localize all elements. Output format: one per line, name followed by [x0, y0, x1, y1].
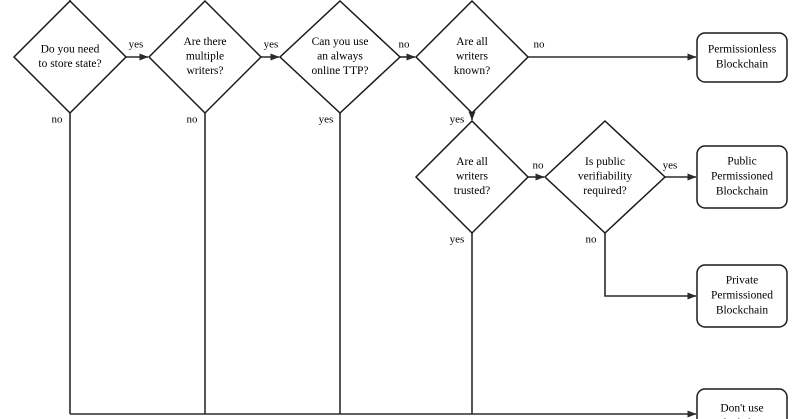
decision-label-store-state: to store state?: [38, 58, 101, 70]
decision-shape-store-state: [12, 0, 128, 115]
decision-always-online-ttp[interactable]: Can you use an always online TTP?: [278, 0, 402, 115]
decision-writers-known[interactable]: Are all writers known?: [414, 0, 530, 115]
decision-shape-multiple-writers: [147, 0, 263, 115]
decision-shape-always-online-ttp: [278, 0, 402, 115]
decision-label-writers-trusted: writers: [456, 171, 488, 183]
decision-label-writers-known: Are all: [456, 36, 488, 48]
decision-label-public-verifiability: Is public: [585, 156, 625, 168]
outcome-label-dont-use-blockchain: Blockchain: [716, 418, 769, 419]
decision-store-state[interactable]: Do you need to store state?: [12, 0, 128, 115]
decision-label-writers-trusted: trusted?: [454, 185, 490, 197]
edge-public-verifiability-no-edge: [604, 233, 697, 300]
outcome-label-permissionless: Permissionless: [708, 44, 777, 56]
edge-label-writers-trusted-no: no: [533, 160, 545, 172]
decision-label-public-verifiability: verifiability: [578, 171, 633, 183]
edge-labels-layer: yes no yes no no yes no yes no yes yes no: [52, 39, 678, 246]
outcome-label-permissionless: Blockchain: [716, 59, 769, 71]
edge-label-store-state-no: no: [52, 114, 64, 126]
decision-label-writers-trusted: Are all: [456, 156, 488, 168]
decision-label-multiple-writers: writers?: [186, 65, 223, 77]
edge-label-writers-trusted-yes: yes: [450, 234, 465, 246]
edge-label-always-online-ttp-no: no: [399, 39, 411, 51]
outcome-label-public-permissioned: Public: [727, 156, 756, 168]
edges-layer: [66, 0, 697, 418]
decision-writers-trusted[interactable]: Are all writers trusted?: [414, 119, 530, 235]
decision-label-store-state: Do you need: [41, 43, 100, 55]
decision-label-writers-known: known?: [454, 65, 490, 77]
edge-label-writers-known-yes: yes: [450, 114, 465, 126]
outcome-shape-public-permissioned: [696, 145, 788, 209]
decision-shape-public-verifiability: [543, 119, 667, 235]
outcome-label-private-permissioned: Blockchain: [716, 305, 769, 317]
edge-label-writers-known-no: no: [534, 39, 546, 51]
edge-label-public-verifiability-no: no: [586, 234, 598, 246]
decision-label-public-verifiability: required?: [583, 185, 626, 197]
edge-label-multiple-writers-yes: yes: [264, 39, 279, 51]
outcome-shape-private-permissioned: [696, 264, 788, 328]
decision-public-verifiability[interactable]: Is public verifiability required?: [543, 119, 667, 235]
outcome-shape-permissionless: [696, 32, 788, 83]
nodes-layer: Do you need to store state? Are there multi…: [12, 0, 788, 419]
outcome-label-public-permissioned: Permissioned: [711, 171, 773, 183]
decision-label-multiple-writers: multiple: [186, 51, 224, 63]
decision-multiple-writers[interactable]: Are there multiple writers?: [147, 0, 263, 115]
decision-label-always-online-ttp: an always: [317, 51, 363, 63]
decision-label-always-online-ttp: online TTP?: [312, 65, 369, 77]
edge-label-always-online-ttp-yes: yes: [319, 114, 334, 126]
outcome-dont-use-blockchain[interactable]: Don't useBlockchain: [696, 388, 788, 419]
outcome-label-private-permissioned: Permissioned: [711, 290, 773, 302]
outcome-label-public-permissioned: Blockchain: [716, 186, 769, 198]
decision-label-writers-known: writers: [456, 51, 488, 63]
decision-label-multiple-writers: Are there: [183, 36, 226, 48]
edge-label-store-state-yes: yes: [129, 39, 144, 51]
decision-shape-writers-known: [414, 0, 530, 115]
decision-label-always-online-ttp: Can you use: [312, 36, 369, 48]
decision-shape-writers-trusted: [414, 119, 530, 235]
outcome-label-private-permissioned: Private: [726, 275, 759, 287]
outcome-label-dont-use-blockchain: Don't use: [720, 403, 763, 415]
edge-label-multiple-writers-no: no: [187, 114, 199, 126]
outcome-shape-dont-use-blockchain: [696, 388, 788, 419]
edge-label-public-verifiability-yes: yes: [663, 160, 678, 172]
